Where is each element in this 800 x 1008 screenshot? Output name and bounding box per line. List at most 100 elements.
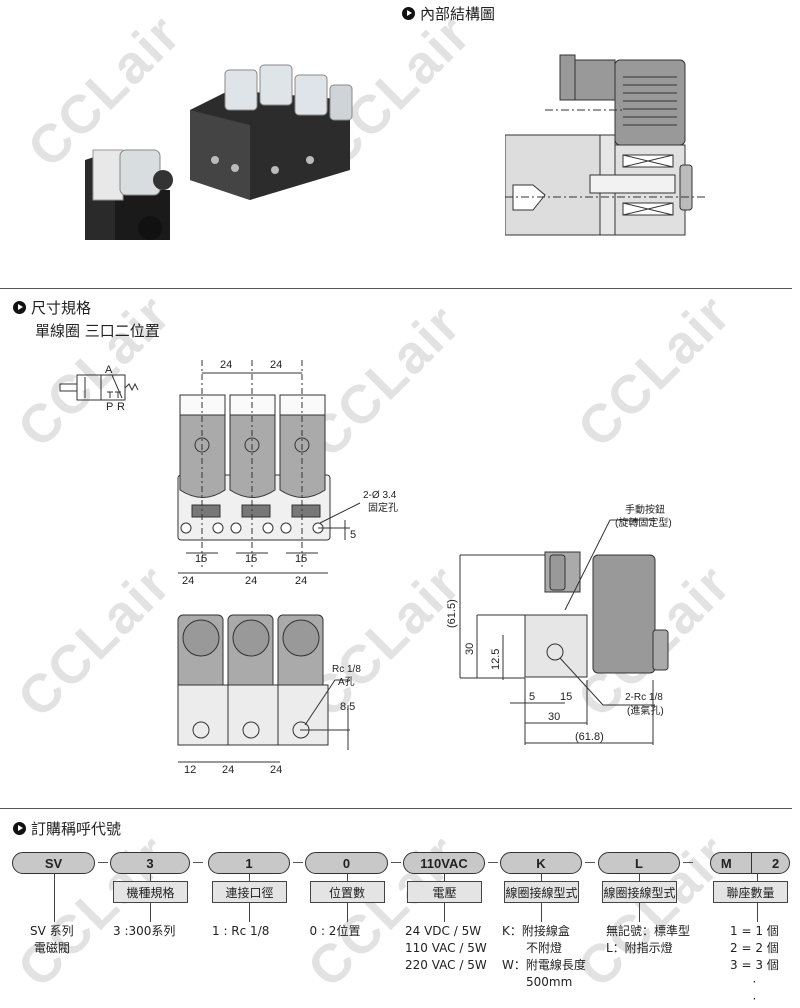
bottom-view-drawing: 12 24 24 8.5 Rc 1/8 A孔: [177, 614, 361, 776]
height-total-dim: (61.5): [446, 599, 458, 628]
description-line: 2 = 2 個: [730, 941, 779, 955]
description-line: 110 VAC / 5W: [405, 941, 487, 955]
description-line: K：附接線盒: [502, 924, 570, 938]
leader-line: [346, 874, 348, 882]
leader-line: [249, 903, 250, 922]
hole-label: 2-Ø 3.4: [363, 490, 397, 501]
watermark-logo: CCLair: [6, 552, 183, 730]
dim-15: 15: [295, 553, 307, 565]
description-line: L：附指示燈: [606, 941, 673, 955]
description-line: ·: [752, 975, 757, 989]
description-line: 3 :300系列: [113, 924, 176, 938]
description-line: 24 VDC / 5W: [405, 924, 482, 938]
code-value: SV: [44, 855, 63, 871]
code-value: 2: [771, 855, 780, 871]
dimensions-heading: 尺寸規格: [13, 297, 91, 318]
hole-label: 固定孔: [368, 501, 398, 514]
code-description: 1 : Rc 1/8: [212, 923, 269, 940]
code-field-label: 位置數: [309, 881, 385, 903]
port-p-label: P: [106, 401, 113, 413]
code-field-label: 線圈接線型式: [504, 881, 579, 903]
dim-5: 5: [350, 529, 356, 541]
description-line: 500mm: [502, 975, 573, 989]
description-line: 無記號：標準型: [606, 924, 691, 938]
dim-15: 15: [195, 553, 207, 565]
description-line: SV 系列: [30, 924, 74, 938]
separator-dash: [391, 862, 401, 863]
order-code-segment: L: [598, 852, 680, 874]
description-line: 電磁閥: [33, 941, 70, 955]
separator-dash: [98, 862, 108, 863]
leader-line: [53, 874, 55, 922]
port-label: A孔: [338, 676, 355, 688]
dim-12: 12: [184, 764, 196, 776]
leader-line: [639, 903, 640, 922]
internal-structure-heading: 內部結構圖: [402, 3, 495, 24]
code-description: 3 :300系列: [113, 923, 175, 940]
order-code-segment: SV: [12, 852, 95, 874]
bullet-icon: [13, 301, 26, 314]
description-line: 1 = 1 個: [730, 924, 779, 938]
description-line: 1 : Rc 1/8: [212, 924, 270, 938]
port-label: Rc 1/8: [332, 664, 361, 675]
leader-line: [639, 874, 640, 882]
dim-24: 24: [270, 764, 282, 776]
height-body-dim: 30: [464, 643, 476, 655]
dim-5: 5: [529, 691, 535, 703]
leader-line: [346, 903, 348, 922]
description-line: W：附電線長度: [502, 958, 586, 972]
code-description: 無記號：標準型 L：附指示燈: [606, 923, 690, 957]
code-value: L: [635, 855, 643, 871]
width-total-dim: (61.8): [575, 731, 604, 743]
separator-dash: [585, 862, 595, 863]
separator-dash: [193, 862, 203, 863]
height-port-dim: 12.5: [490, 649, 502, 670]
description-line: 0 : 2位置: [309, 924, 361, 938]
dim-24: 24: [295, 575, 307, 587]
order-code-segment: 1: [208, 852, 290, 874]
port-a-label: A: [105, 364, 113, 376]
dim-24: 24: [182, 575, 194, 587]
inlet-port-label: 2-Rc 1/8: [625, 692, 663, 703]
section-divider: [0, 808, 792, 809]
section-divider: [0, 288, 792, 289]
manifold-valve-photo: [190, 64, 353, 200]
code-field-label: 連接口徑: [212, 881, 287, 903]
code-description: SV 系列電磁閥: [30, 923, 74, 957]
manual-button-label: 手動按鈕: [625, 503, 665, 516]
leader-line: [541, 874, 542, 882]
front-view-drawing: 24 24 15 15 15 24 24 24 5 2-Ø 3.4 固定孔: [177, 359, 398, 587]
pneumatic-symbol: A P R: [59, 364, 139, 413]
code-value: 1: [245, 855, 253, 871]
description-line: 3 = 3 個: [730, 958, 779, 972]
leader-line: [444, 874, 445, 882]
internal-structure-drawing: [505, 54, 705, 236]
leader-line: [757, 874, 758, 882]
order-code-segment: 110VAC: [403, 852, 485, 874]
dim-15: 15: [245, 553, 257, 565]
leader-line: [541, 903, 542, 922]
code-value: 3: [146, 855, 154, 871]
separator-dash: [293, 862, 303, 863]
dim-24: 24: [222, 764, 234, 776]
leader-line: [444, 903, 445, 922]
leader-line: [757, 903, 758, 922]
leader-line: [150, 874, 151, 882]
watermark-logo: CCLair: [6, 822, 183, 1000]
code-field-label: 線圈接線型式: [602, 881, 677, 903]
inlet-port-label: (進氣孔): [627, 704, 664, 717]
code-value: K: [536, 855, 546, 871]
port-r-label: R: [117, 401, 125, 413]
manual-button-label: (旋轉固定型): [615, 516, 672, 529]
code-field-label: 機種規格: [113, 881, 188, 903]
order-code-segment: K: [500, 852, 582, 874]
dimensions-subtitle: 單線圈 三口二位置: [35, 322, 160, 340]
leader-line: [249, 874, 250, 882]
separator-dash: [488, 862, 498, 863]
code-value: M: [720, 855, 732, 871]
order-code-segment: 0: [305, 852, 388, 874]
ordering-heading: 訂購稱呼代號: [13, 818, 121, 839]
